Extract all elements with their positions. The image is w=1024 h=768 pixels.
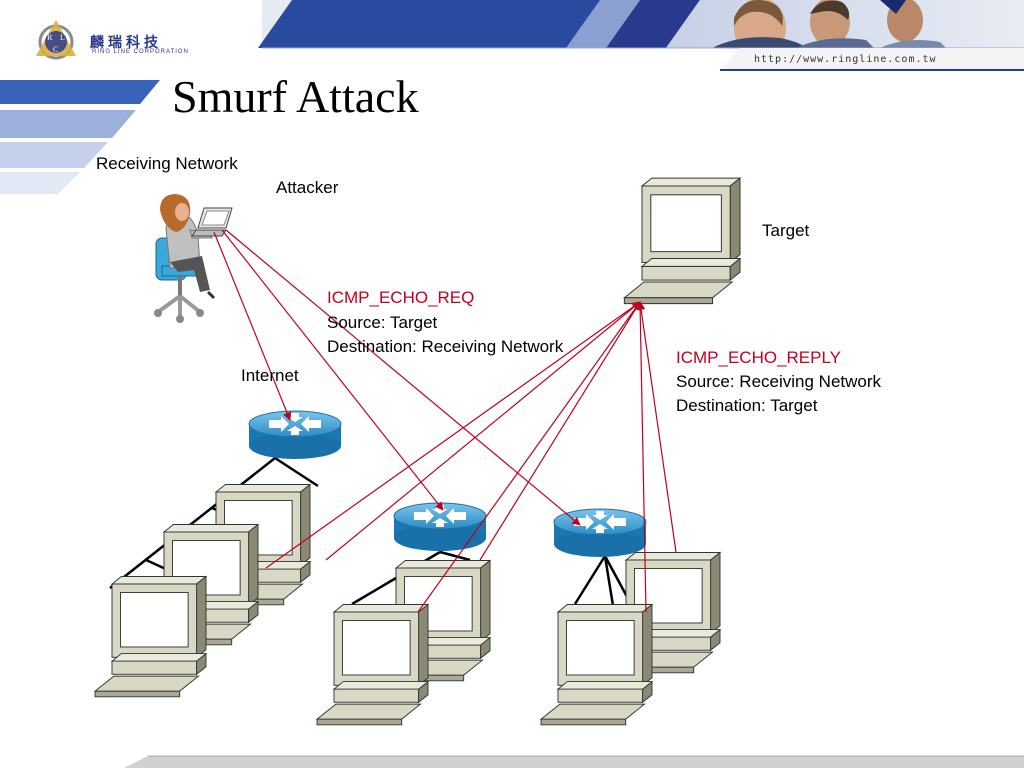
target-computer	[623, 177, 741, 305]
router-icon	[553, 508, 647, 558]
slide-title: Smurf Attack	[172, 71, 419, 122]
request-source-label: Source: Target	[327, 313, 438, 332]
left-stripes	[0, 80, 160, 194]
router-icon	[393, 502, 487, 552]
reply-source-label: Source: Receiving Network	[676, 372, 882, 391]
attacker-label: Attacker	[276, 178, 339, 197]
reply-arrow	[479, 301, 641, 561]
reply-arrow	[325, 301, 641, 561]
receiving-network-label: Receiving Network	[96, 154, 238, 173]
header-banner	[0, 0, 1024, 71]
receiving-computer	[540, 604, 653, 726]
company-logo: R L C	[36, 20, 76, 60]
router-icon	[248, 410, 342, 460]
reply-arrow	[635, 301, 647, 613]
logo-letter-l: L	[60, 33, 65, 42]
req-arrow-to-router-2	[221, 229, 444, 511]
request-type-label: ICMP_ECHO_REQ	[327, 288, 475, 307]
logo-letter-r: R	[47, 33, 53, 42]
reply-arrow	[417, 301, 641, 613]
receiving-computer	[316, 604, 429, 726]
internet-label: Internet	[241, 366, 299, 385]
request-destination-label: Destination: Receiving Network	[327, 337, 564, 356]
website-url[interactable]: http://www.ringline.com.tw	[754, 54, 937, 65]
footer-bar	[124, 755, 1024, 768]
logo-chinese-name: 麟瑞科技	[90, 35, 162, 51]
attacker-icon	[154, 194, 233, 323]
reply-type-label: ICMP_ECHO_REPLY	[676, 348, 842, 367]
reply-arrow	[636, 301, 677, 553]
logo-letter-c: C	[53, 45, 58, 54]
receiving-computer	[94, 576, 207, 698]
req-arrow-to-internet	[213, 231, 292, 421]
target-label: Target	[762, 221, 810, 240]
req-arrow-to-router-3	[225, 229, 581, 526]
reply-arrow	[265, 301, 641, 569]
attack-arrows	[213, 229, 677, 613]
logo-english-name: RING LINE CORPORATION	[92, 49, 189, 55]
reply-destination-label: Destination: Target	[676, 396, 818, 415]
